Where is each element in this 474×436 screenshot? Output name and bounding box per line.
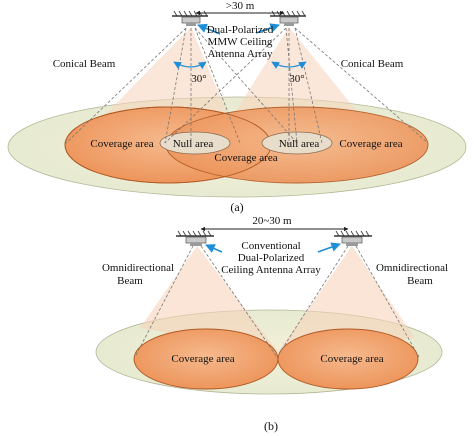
antenna-label-b-line2: Dual-Polarized — [238, 252, 305, 264]
coverage-right-label-b: Coverage area — [320, 353, 383, 365]
null-right-label: Null area — [279, 138, 320, 150]
distance-label-b: 20~30 m — [252, 215, 292, 227]
beam-left-label-b-line2: Beam — [117, 275, 143, 287]
beam-edges-a — [65, 27, 429, 145]
beam-right-label-b-line2: Beam — [407, 275, 433, 287]
coverage-center-label-a: Coverage area — [214, 152, 277, 164]
antenna-right-b — [341, 236, 363, 244]
beam-left-b — [140, 246, 278, 352]
beam-edges-b — [134, 245, 420, 358]
beam-right-label-a: Conical Beam — [341, 58, 404, 70]
pointer-arrow-right-a — [255, 23, 280, 34]
coverage-right-label-a: Coverage area — [339, 138, 402, 150]
antenna-label-b-line3: Ceiling Antenna Array — [221, 264, 321, 276]
coverage-left-label-b: Coverage area — [171, 353, 234, 365]
panel-b: 20~30 m Conventional Dual-Polarized Ceil… — [95, 215, 448, 433]
coverage-left-label-a: Coverage area — [90, 138, 153, 150]
coverage-right-b — [277, 328, 419, 390]
distance-label-a: >30 m — [226, 0, 255, 12]
antenna-label-a-line2: MMW Ceiling — [208, 36, 273, 48]
angle-right-label-a: 30° — [289, 73, 304, 85]
angle-arc-right-a — [271, 61, 307, 69]
antenna-left-b — [185, 236, 207, 244]
null-area-left — [159, 131, 231, 155]
beam-left-label-a: Conical Beam — [53, 58, 116, 70]
beam-left-a — [100, 27, 230, 120]
panel-a: >30 m Dual-Polarized MMW Ceiling Antenna… — [7, 0, 467, 214]
antenna-left-a — [181, 16, 201, 24]
pointer-arrow-right-b — [317, 242, 341, 253]
antenna-right-a — [279, 16, 299, 24]
angle-left-label-a: 30° — [191, 73, 206, 85]
antenna-label-a-line3: Antenna Array — [207, 48, 273, 60]
antenna-label-b-line1: Conventional — [241, 240, 300, 252]
ceiling-right-b — [334, 230, 372, 246]
null-left-label: Null area — [173, 138, 214, 150]
antenna-label-a-line1: Dual-Polarized — [207, 24, 274, 36]
pointer-arrow-left-a — [197, 23, 221, 35]
pointer-arrow-left-b — [205, 244, 223, 253]
beam-left-label-b-line1: Omnidirectional — [102, 262, 174, 274]
beam-right-label-b-line1: Omnidirectional — [376, 262, 448, 274]
ceiling-left-b — [176, 230, 214, 246]
caption-b: (b) — [264, 419, 278, 433]
caption-a: (a) — [230, 200, 243, 214]
beam-right-b — [278, 246, 415, 352]
beam-right-a — [230, 27, 364, 120]
angle-arc-left-a — [173, 61, 207, 70]
